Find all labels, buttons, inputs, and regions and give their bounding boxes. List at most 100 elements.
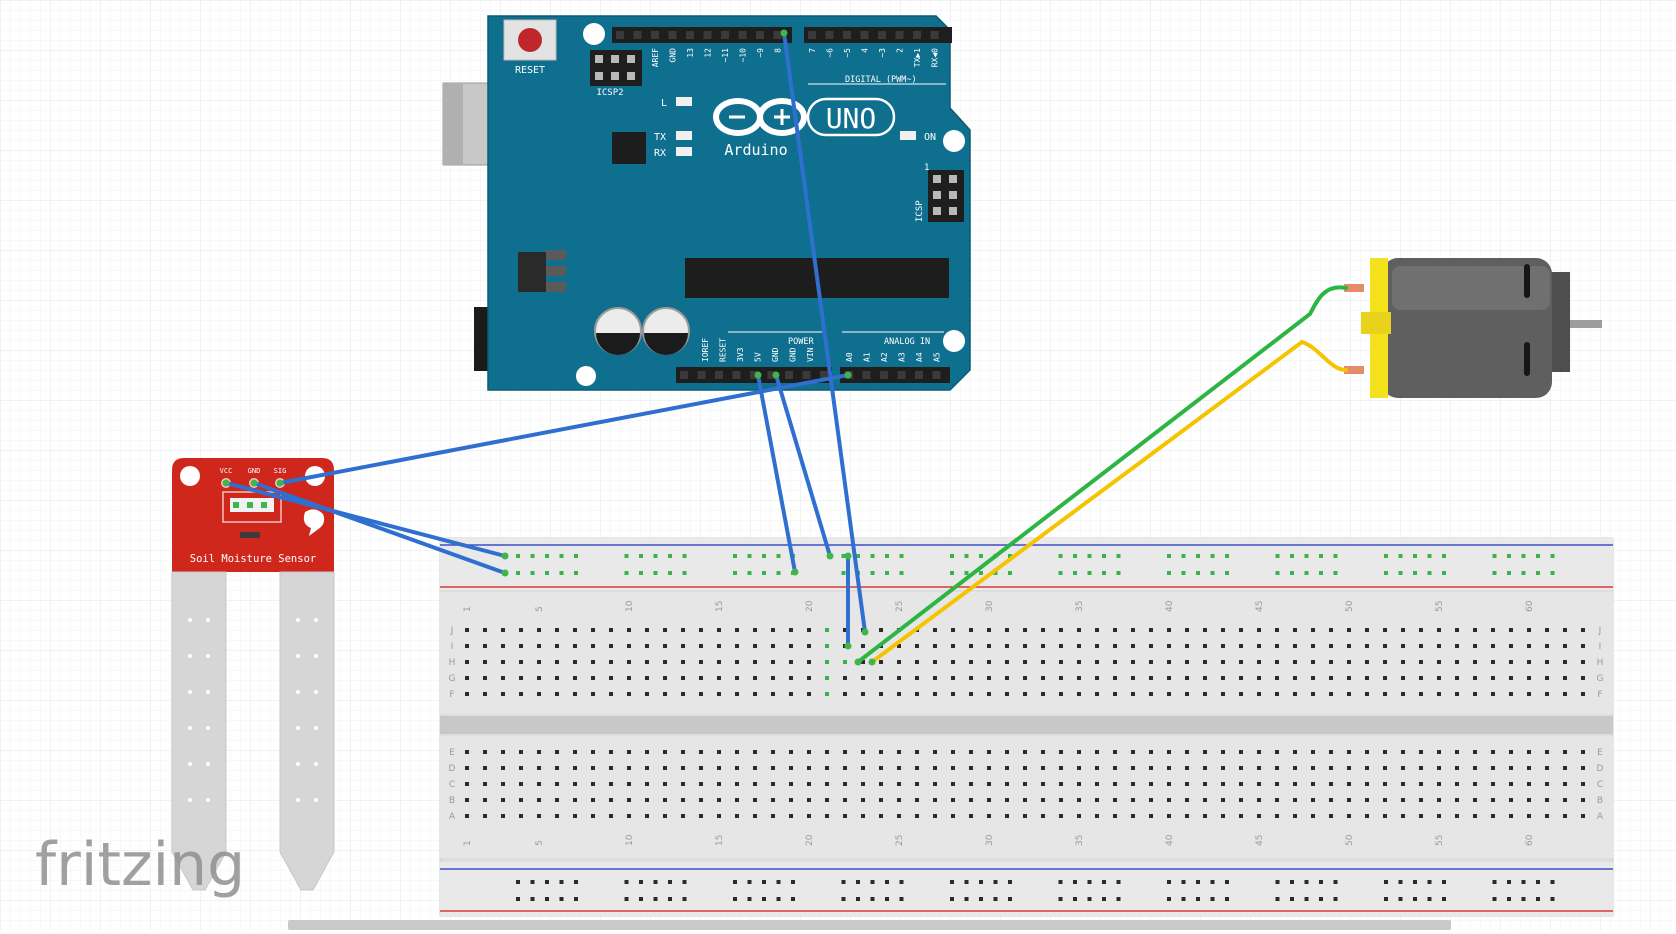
breadboard-hole[interactable] bbox=[771, 766, 775, 770]
breadboard-hole[interactable] bbox=[1581, 628, 1585, 632]
breadboard-hole[interactable] bbox=[789, 644, 793, 648]
breadboard-hole[interactable] bbox=[1077, 692, 1081, 696]
breadboard-hole[interactable] bbox=[1149, 628, 1153, 632]
breadboard-hole[interactable] bbox=[825, 644, 829, 648]
breadboard-hole[interactable] bbox=[843, 692, 847, 696]
breadboard-hole[interactable] bbox=[1005, 644, 1009, 648]
header-pin[interactable] bbox=[680, 371, 688, 379]
breadboard-hole[interactable] bbox=[555, 692, 559, 696]
breadboard-hole[interactable] bbox=[1257, 660, 1261, 664]
breadboard-hole[interactable] bbox=[1473, 676, 1477, 680]
breadboard-hole[interactable] bbox=[1095, 644, 1099, 648]
breadboard-hole[interactable] bbox=[1419, 750, 1423, 754]
breadboard-hole[interactable] bbox=[1149, 766, 1153, 770]
breadboard-hole[interactable] bbox=[1005, 676, 1009, 680]
breadboard-hole[interactable] bbox=[1365, 766, 1369, 770]
breadboard-hole[interactable] bbox=[1473, 782, 1477, 786]
breadboard-hole[interactable] bbox=[1521, 880, 1526, 884]
breadboard-hole[interactable] bbox=[1210, 554, 1215, 558]
breadboard-hole[interactable] bbox=[1185, 644, 1189, 648]
breadboard-hole[interactable] bbox=[663, 750, 667, 754]
breadboard-hole[interactable] bbox=[843, 750, 847, 754]
breadboard-hole[interactable] bbox=[1196, 554, 1200, 558]
header-pin[interactable] bbox=[732, 371, 741, 379]
breadboard-hole[interactable] bbox=[1167, 660, 1171, 664]
breadboard-hole[interactable] bbox=[1455, 782, 1459, 786]
breadboard-hole[interactable] bbox=[1473, 660, 1477, 664]
breadboard-hole[interactable] bbox=[519, 766, 523, 770]
breadboard-hole[interactable] bbox=[1563, 766, 1567, 770]
breadboard-hole[interactable] bbox=[483, 692, 487, 696]
breadboard-hole[interactable] bbox=[1401, 782, 1405, 786]
breadboard-hole[interactable] bbox=[1113, 644, 1117, 648]
breadboard-hole[interactable] bbox=[1181, 897, 1186, 901]
breadboard-hole[interactable] bbox=[843, 628, 847, 632]
breadboard-hole[interactable] bbox=[1311, 798, 1315, 802]
breadboard-hole[interactable] bbox=[771, 660, 775, 664]
breadboard-hole[interactable] bbox=[681, 766, 685, 770]
breadboard-hole[interactable] bbox=[1257, 750, 1261, 754]
breadboard-hole[interactable] bbox=[573, 692, 577, 696]
breadboard-hole[interactable] bbox=[897, 676, 901, 680]
breadboard-hole[interactable] bbox=[465, 628, 469, 632]
breadboard-hole[interactable] bbox=[530, 554, 535, 558]
breadboard-hole[interactable] bbox=[825, 628, 829, 632]
breadboard-hole[interactable] bbox=[987, 814, 991, 818]
breadboard-hole[interactable] bbox=[993, 897, 998, 901]
breadboard-hole[interactable] bbox=[1221, 814, 1225, 818]
breadboard-hole[interactable] bbox=[1077, 628, 1081, 632]
breadboard-hole[interactable] bbox=[519, 628, 523, 632]
breadboard-hole[interactable] bbox=[1311, 782, 1315, 786]
breadboard-hole[interactable] bbox=[1041, 692, 1045, 696]
breadboard-hole[interactable] bbox=[1437, 692, 1441, 696]
breadboard-hole[interactable] bbox=[951, 782, 955, 786]
breadboard-hole[interactable] bbox=[856, 880, 860, 884]
header-pin[interactable] bbox=[930, 31, 939, 39]
breadboard-hole[interactable] bbox=[1196, 571, 1200, 575]
breadboard-hole[interactable] bbox=[791, 880, 795, 884]
breadboard-hole[interactable] bbox=[1347, 676, 1351, 680]
breadboard-hole[interactable] bbox=[1185, 692, 1189, 696]
breadboard-hole[interactable] bbox=[681, 798, 685, 802]
breadboard-hole[interactable] bbox=[1507, 897, 1511, 901]
breadboard-hole[interactable] bbox=[1509, 766, 1513, 770]
breadboard-hole[interactable] bbox=[735, 766, 739, 770]
breadboard-hole[interactable] bbox=[1290, 880, 1294, 884]
breadboard-hole[interactable] bbox=[915, 644, 919, 648]
breadboard-hole[interactable] bbox=[1077, 798, 1081, 802]
breadboard-hole[interactable] bbox=[1293, 660, 1297, 664]
breadboard-hole[interactable] bbox=[1113, 676, 1117, 680]
breadboard-hole[interactable] bbox=[699, 750, 703, 754]
breadboard-hole[interactable] bbox=[574, 554, 578, 558]
breadboard-hole[interactable] bbox=[762, 897, 766, 901]
breadboard-hole[interactable] bbox=[627, 814, 631, 818]
breadboard-hole[interactable] bbox=[1239, 814, 1243, 818]
wire-5v[interactable] bbox=[756, 373, 797, 574]
breadboard-hole[interactable] bbox=[1008, 571, 1012, 575]
breadboard-hole[interactable] bbox=[1167, 782, 1171, 786]
breadboard-hole[interactable] bbox=[1491, 628, 1495, 632]
breadboard-hole[interactable] bbox=[825, 798, 829, 802]
header-pin[interactable] bbox=[820, 371, 828, 379]
breadboard-hole[interactable] bbox=[1563, 644, 1567, 648]
breadboard-hole[interactable] bbox=[699, 814, 703, 818]
breadboard-hole[interactable] bbox=[1545, 644, 1549, 648]
breadboard-hole[interactable] bbox=[933, 644, 937, 648]
breadboard-hole[interactable] bbox=[993, 880, 998, 884]
breadboard-hole[interactable] bbox=[1225, 897, 1229, 901]
breadboard-hole[interactable] bbox=[681, 676, 685, 680]
breadboard-hole[interactable] bbox=[483, 766, 487, 770]
breadboard-hole[interactable] bbox=[1311, 660, 1315, 664]
breadboard-hole[interactable] bbox=[1304, 880, 1309, 884]
breadboard-hole[interactable] bbox=[1401, 750, 1405, 754]
breadboard-hole[interactable] bbox=[519, 644, 523, 648]
breadboard-hole[interactable] bbox=[1225, 571, 1229, 575]
breadboard-hole[interactable] bbox=[1527, 798, 1531, 802]
breadboard-hole[interactable] bbox=[879, 750, 883, 754]
breadboard-hole[interactable] bbox=[609, 798, 613, 802]
breadboard-hole[interactable] bbox=[789, 750, 793, 754]
breadboard-hole[interactable] bbox=[1581, 692, 1585, 696]
breadboard-hole[interactable] bbox=[1005, 692, 1009, 696]
breadboard-hole[interactable] bbox=[1102, 554, 1106, 558]
breadboard-hole[interactable] bbox=[519, 782, 523, 786]
